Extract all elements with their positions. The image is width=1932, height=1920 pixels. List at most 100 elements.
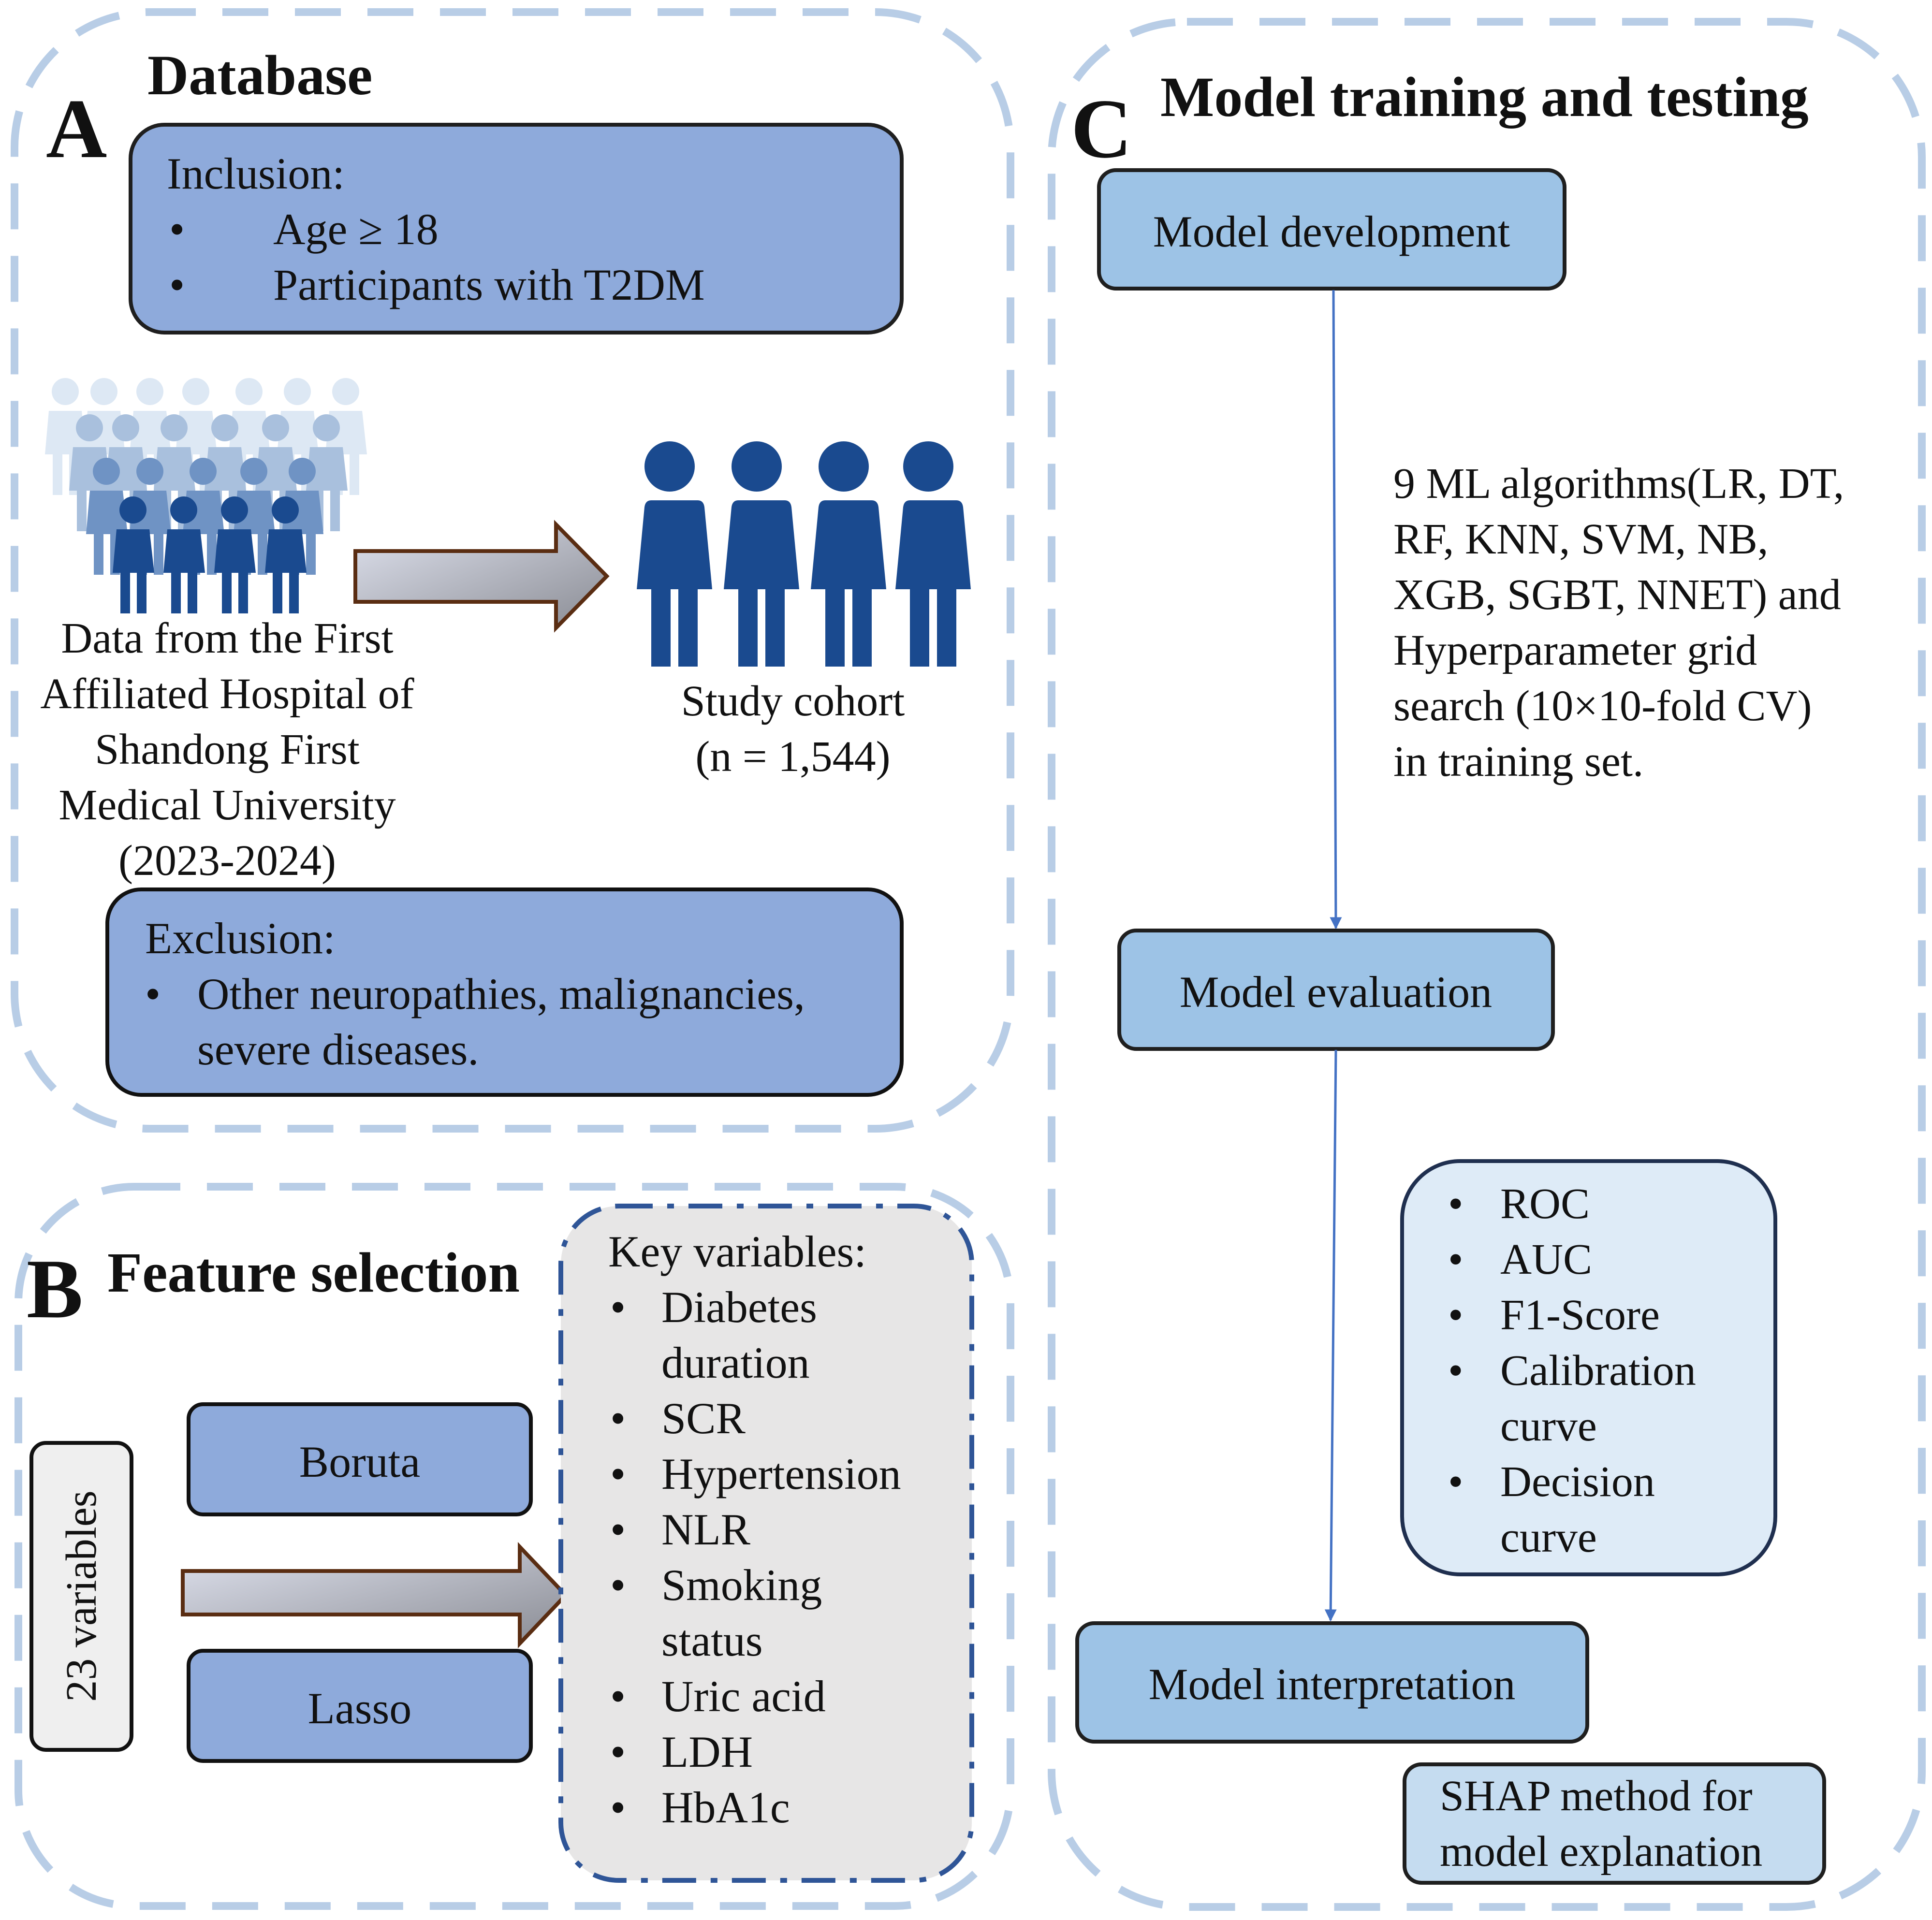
svg-text:Model interpretation: Model interpretation bbox=[1149, 1659, 1516, 1709]
key-variable: Diabetes bbox=[661, 1282, 817, 1332]
key-variable: duration bbox=[661, 1338, 810, 1387]
shap-note-box: SHAP method for model explanation bbox=[1403, 1762, 1826, 1885]
bullet-dot: • bbox=[145, 969, 161, 1018]
metric-item: curve bbox=[1500, 1402, 1597, 1450]
svg-text:Data from the First: Data from the First bbox=[61, 614, 393, 662]
panel-a-letter: A bbox=[46, 82, 107, 175]
svg-text:•: • bbox=[610, 1560, 626, 1610]
key-variable: Hypertension bbox=[661, 1449, 901, 1498]
svg-text:•: • bbox=[610, 1727, 626, 1776]
svg-text:Hyperparameter grid: Hyperparameter grid bbox=[1393, 626, 1757, 674]
key-variable: LDH bbox=[661, 1727, 753, 1776]
panel-b-feature-selection: B Feature selection 23 variables Boruta … bbox=[15, 1183, 1014, 1910]
key-variable: HbA1c bbox=[661, 1783, 790, 1832]
svg-text:Boruta: Boruta bbox=[299, 1437, 420, 1486]
person-icon bbox=[895, 441, 971, 667]
svg-text:•: • bbox=[610, 1783, 626, 1832]
svg-text:•: • bbox=[1448, 1236, 1464, 1283]
variables-input-box: 23 variables bbox=[29, 1441, 133, 1752]
variables-count-label: 23 variables bbox=[58, 1490, 105, 1702]
svg-text:Model development: Model development bbox=[1153, 207, 1510, 256]
bullet-dot: • bbox=[169, 204, 185, 254]
method-boruta-box: Boruta bbox=[187, 1402, 533, 1516]
key-variables-list: • Diabetes duration • SCR • Hypertension… bbox=[610, 1282, 901, 1832]
svg-text:•: • bbox=[1448, 1347, 1464, 1395]
flow-arrow bbox=[1324, 1049, 1337, 1622]
model-development-box: Model development bbox=[1097, 168, 1566, 291]
exclusion-box: Exclusion: • Other neuropathies, maligna… bbox=[105, 887, 904, 1097]
svg-text:•: • bbox=[610, 1394, 626, 1443]
metric-item: Decision bbox=[1500, 1458, 1655, 1506]
metrics-list: • ROC • AUC • F1-Score • Calibration cur… bbox=[1448, 1180, 1696, 1561]
svg-text:•: • bbox=[610, 1449, 626, 1498]
cohort-label: Study cohort (n = 1,544) bbox=[681, 677, 905, 781]
block-arrow-icon bbox=[353, 520, 610, 633]
key-variables-heading: Key variables: bbox=[608, 1227, 866, 1276]
svg-text:9 ML algorithms(LR, DT,: 9 ML algorithms(LR, DT, bbox=[1393, 460, 1844, 508]
panel-c-model-training: C Model training and testing Model devel… bbox=[1048, 18, 1926, 1911]
exclusion-heading: Exclusion: bbox=[145, 914, 336, 963]
panel-c-title: Model training and testing bbox=[1160, 65, 1809, 129]
key-variables-box: Key variables: • Diabetes duration • SCR… bbox=[558, 1204, 974, 1883]
svg-text:RF, KNN, SVM, NB,: RF, KNN, SVM, NB, bbox=[1393, 515, 1768, 563]
key-variable: NLR bbox=[661, 1505, 751, 1554]
crowd-icon bbox=[45, 378, 367, 613]
svg-text:Model evaluation: Model evaluation bbox=[1180, 967, 1492, 1017]
panel-a-border bbox=[11, 8, 1014, 1133]
svg-text:Affiliated Hospital of: Affiliated Hospital of bbox=[40, 670, 414, 718]
inclusion-item: Participants with T2DM bbox=[273, 260, 705, 309]
svg-text:(2023-2024): (2023-2024) bbox=[118, 837, 336, 885]
person-icon bbox=[637, 441, 712, 667]
metric-item: F1-Score bbox=[1500, 1291, 1660, 1339]
exclusion-item: severe diseases. bbox=[197, 1025, 479, 1074]
flow-arrow bbox=[1330, 290, 1342, 930]
panel-c-border bbox=[1048, 18, 1926, 1911]
svg-text:Medical University: Medical University bbox=[59, 781, 395, 829]
key-variable: status bbox=[661, 1616, 763, 1665]
block-arrow-icon bbox=[181, 1542, 569, 1649]
bullet-dot: • bbox=[169, 260, 185, 309]
svg-text:SHAP method for: SHAP method for bbox=[1440, 1772, 1753, 1820]
source-text: Data from the First Affiliated Hospital … bbox=[40, 614, 414, 885]
model-interpretation-box: Model interpretation bbox=[1075, 1621, 1589, 1744]
svg-text:•: • bbox=[610, 1505, 626, 1554]
model-evaluation-box: Model evaluation bbox=[1117, 929, 1555, 1051]
svg-text:Lasso: Lasso bbox=[308, 1684, 412, 1733]
metric-item: ROC bbox=[1500, 1180, 1590, 1228]
key-variable: SCR bbox=[661, 1394, 746, 1443]
svg-text:Shandong First: Shandong First bbox=[95, 726, 360, 773]
algorithms-note: 9 ML algorithms(LR, DT, RF, KNN, SVM, NB… bbox=[1393, 460, 1844, 785]
person-icon bbox=[724, 441, 799, 667]
svg-text:•: • bbox=[1448, 1180, 1464, 1228]
svg-text:•: • bbox=[1448, 1291, 1464, 1339]
svg-text:•: • bbox=[610, 1672, 626, 1721]
panel-b-border bbox=[15, 1183, 1014, 1910]
key-variable: Uric acid bbox=[661, 1672, 826, 1721]
panel-b-letter: B bbox=[27, 1242, 83, 1336]
metric-item: curve bbox=[1500, 1513, 1597, 1561]
panel-b-title: Feature selection bbox=[107, 1241, 520, 1304]
svg-text:search (10×10-fold CV): search (10×10-fold CV) bbox=[1393, 682, 1812, 730]
svg-text:XGB, SGBT, NNET) and: XGB, SGBT, NNET) and bbox=[1393, 571, 1841, 619]
key-variable: Smoking bbox=[661, 1560, 822, 1610]
person-icon bbox=[811, 441, 886, 667]
inclusion-box: Inclusion: • Age ≥ 18 • Participants wit… bbox=[129, 123, 904, 335]
svg-text:Study cohort: Study cohort bbox=[681, 677, 905, 725]
svg-text:model explanation: model explanation bbox=[1440, 1828, 1762, 1876]
svg-text:•: • bbox=[610, 1282, 626, 1332]
metrics-box: • ROC • AUC • F1-Score • Calibration cur… bbox=[1400, 1159, 1777, 1576]
svg-text:•: • bbox=[1448, 1458, 1464, 1506]
svg-text:(n = 1,544): (n = 1,544) bbox=[695, 733, 890, 781]
method-lasso-box: Lasso bbox=[187, 1649, 533, 1763]
exclusion-item: Other neuropathies, malignancies, bbox=[197, 969, 805, 1018]
panel-a-title: Database bbox=[147, 44, 372, 107]
svg-text:in training set.: in training set. bbox=[1393, 738, 1643, 785]
panel-a-database: A Database Inclusion: • Age ≥ 18 • Parti… bbox=[11, 8, 1014, 1133]
inclusion-heading: Inclusion: bbox=[167, 149, 345, 198]
metric-item: Calibration bbox=[1500, 1347, 1696, 1395]
inclusion-item: Age ≥ 18 bbox=[273, 204, 439, 254]
panel-c-letter: C bbox=[1071, 82, 1132, 175]
metric-item: AUC bbox=[1500, 1236, 1592, 1283]
cohort-people bbox=[637, 441, 971, 667]
